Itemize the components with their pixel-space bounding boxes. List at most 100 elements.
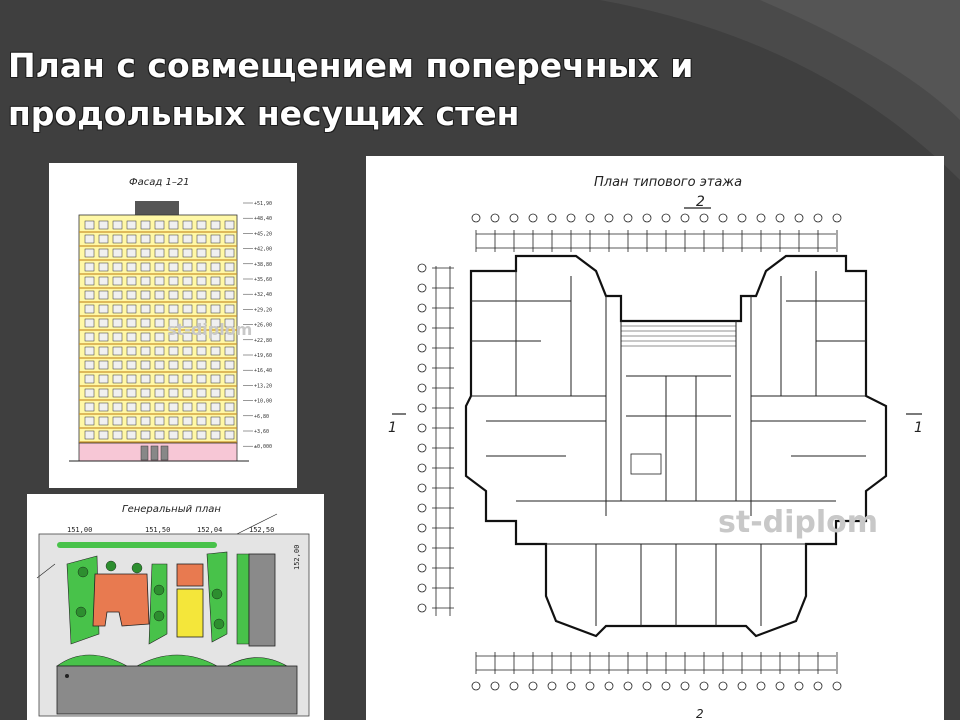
facade-window [140, 248, 151, 258]
axis-bubble [661, 681, 671, 691]
general-plan-drawing: Генеральный план 151,00 151,50 152,04 15… [27, 494, 324, 720]
section-mark-top: 2 [696, 194, 705, 210]
facade-level-label: ±0,000 [254, 444, 272, 450]
facade-window [140, 346, 151, 356]
facade-window [224, 346, 235, 356]
facade-window [98, 402, 109, 412]
axis-bubble [490, 213, 500, 223]
slide-title-line-2: продольных несущих стен [8, 94, 520, 133]
facade-window [112, 402, 123, 412]
facade-window [98, 248, 109, 258]
axis-bubble [756, 213, 766, 223]
facade-level-label: +38,80 [254, 262, 272, 268]
axis-bubble [471, 681, 481, 691]
axis-bubble [417, 603, 427, 613]
facade-roof-block [135, 201, 179, 215]
facade-window [98, 318, 109, 328]
facade-window [140, 430, 151, 440]
facade-window [210, 248, 221, 258]
facade-window [84, 220, 95, 230]
axis-bubble [417, 543, 427, 553]
facade-window [112, 318, 123, 328]
facade-window [182, 388, 193, 398]
genplan-road [56, 665, 298, 715]
facade-window [182, 430, 193, 440]
facade-window [182, 318, 193, 328]
facade-window [98, 346, 109, 356]
facade-window [210, 276, 221, 286]
facade-window [154, 220, 165, 230]
facade-window [196, 234, 207, 244]
facade-window [98, 374, 109, 384]
axis-bubble [566, 681, 576, 691]
facade-window [98, 304, 109, 314]
facade-level-label: +19,60 [254, 353, 272, 359]
axis-bubble [699, 213, 709, 223]
floorplan-partitions [471, 271, 866, 626]
facade-window [98, 234, 109, 244]
facade-window [168, 234, 179, 244]
facade-window [84, 346, 95, 356]
genplan-main-building [92, 573, 150, 627]
facade-window [140, 290, 151, 300]
facade-window [140, 276, 151, 286]
facade-window [112, 234, 123, 244]
facade-window [126, 332, 137, 342]
axis-bubble [566, 213, 576, 223]
axis-bubble [680, 213, 690, 223]
facade-window [98, 388, 109, 398]
section-mark-left: 1 [388, 420, 397, 436]
facade-window [210, 290, 221, 300]
facade-window [154, 234, 165, 244]
facade-window [210, 360, 221, 370]
facade-window [196, 416, 207, 426]
axis-bubble [775, 213, 785, 223]
facade-window [196, 290, 207, 300]
facade-window [196, 262, 207, 272]
facade-window [112, 248, 123, 258]
facade-window [126, 360, 137, 370]
section-mark-right: 1 [914, 420, 923, 436]
facade-window [168, 402, 179, 412]
facade-window [224, 220, 235, 230]
axis-bubble [528, 213, 538, 223]
facade-window [84, 318, 95, 328]
facade-window [154, 360, 165, 370]
facade-window [224, 290, 235, 300]
facade-window [98, 290, 109, 300]
axis-bubble [509, 213, 519, 223]
facade-window [196, 374, 207, 384]
axis-bubble [737, 681, 747, 691]
facade-window [210, 430, 221, 440]
facade-window [168, 262, 179, 272]
facade-window [224, 318, 235, 328]
genplan-mark-1: 151,00 [67, 526, 92, 534]
facade-windows [79, 220, 237, 461]
typical-floor-plan: План типового этажа 2 1 1 2 [366, 156, 944, 720]
facade-level-label: +22,80 [254, 338, 272, 344]
axis-bubble [604, 681, 614, 691]
axis-bubble [832, 213, 842, 223]
facade-window [224, 402, 235, 412]
facade-window [154, 290, 165, 300]
axis-bubble [528, 681, 538, 691]
facade-window [154, 276, 165, 286]
axis-bubble [718, 681, 728, 691]
facade-window [224, 360, 235, 370]
facade-window [84, 430, 95, 440]
facade-window [196, 318, 207, 328]
axis-bubble [471, 213, 481, 223]
facade-window [84, 360, 95, 370]
facade-window [224, 248, 235, 258]
facade-window [140, 332, 151, 342]
facade-window [154, 332, 165, 342]
facade-window [154, 430, 165, 440]
facade-window [154, 248, 165, 258]
facade-window [224, 304, 235, 314]
facade-level-label: +3,60 [254, 429, 269, 435]
facade-window [182, 402, 193, 412]
facade-window [140, 388, 151, 398]
axis-bubble [417, 323, 427, 333]
slide-title-line-1: План с совмещением поперечных и [8, 46, 694, 85]
axis-bubble [417, 563, 427, 573]
